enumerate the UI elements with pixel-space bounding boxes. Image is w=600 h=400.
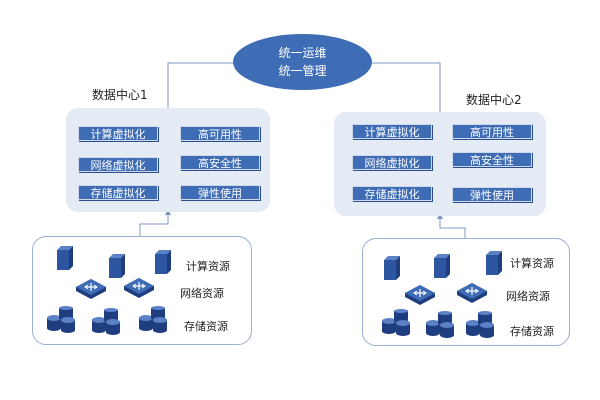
res2-compute-label: 计算资源: [510, 257, 554, 270]
storage-disk-icon: [139, 306, 167, 333]
switch-icon: [405, 285, 435, 305]
dc2-storage-virtualization: 存储虚拟化: [352, 186, 432, 201]
dc1-elastic-usage: 弹性使用: [180, 185, 260, 200]
server-icon: [57, 246, 73, 270]
server-icon: [155, 250, 171, 274]
dc1-storage-virtualization: 存储虚拟化: [78, 185, 158, 200]
res2-storage-label: 存储资源: [510, 325, 554, 338]
connector-top-to-dc2: [372, 62, 441, 112]
server-icon: [434, 254, 450, 278]
datacenter-1-title: 数据中心1: [92, 88, 148, 102]
connector-top-to-dc1: [167, 62, 235, 108]
connector-res1-to-dc1: [139, 209, 171, 236]
storage-disk-icon: [382, 309, 410, 336]
storage-disk-icon: [92, 308, 120, 335]
dc2-compute-virtualization: 计算虚拟化: [352, 124, 432, 139]
switch-icon: [457, 283, 487, 303]
storage-disk-icon: [466, 311, 494, 338]
switch-icon: [76, 279, 106, 299]
unified-mgmt-label: 统一管理: [278, 64, 327, 78]
res1-network-label: 网络资源: [180, 287, 224, 300]
dc2-high-security: 高安全性: [452, 152, 532, 167]
storage-disk-icon: [47, 306, 75, 333]
server-icon: [109, 254, 125, 278]
dc1-compute-virtualization: 计算虚拟化: [78, 126, 158, 141]
res1-compute-label: 计算资源: [186, 260, 230, 273]
unified-ops-label: 统一运维: [278, 46, 327, 60]
dc2-elastic-usage: 弹性使用: [452, 187, 532, 202]
unified-management-node: 统一运维 统一管理: [233, 34, 372, 90]
res2-network-label: 网络资源: [506, 290, 550, 303]
connector-res2-to-dc2: [437, 213, 466, 238]
res1-storage-label: 存储资源: [184, 320, 228, 333]
dc1-high-availability: 高可用性: [180, 126, 260, 141]
server-icon: [486, 251, 502, 275]
datacenter-2-title: 数据中心2: [466, 93, 522, 107]
switch-icon: [124, 278, 154, 298]
storage-disk-icon: [426, 311, 454, 338]
dc1-high-security: 高安全性: [180, 155, 260, 170]
dc2-network-virtualization: 网络虚拟化: [352, 155, 432, 170]
dc1-network-virtualization: 网络虚拟化: [78, 157, 158, 172]
dc2-high-availability: 高可用性: [452, 124, 532, 139]
server-icon: [384, 256, 400, 280]
